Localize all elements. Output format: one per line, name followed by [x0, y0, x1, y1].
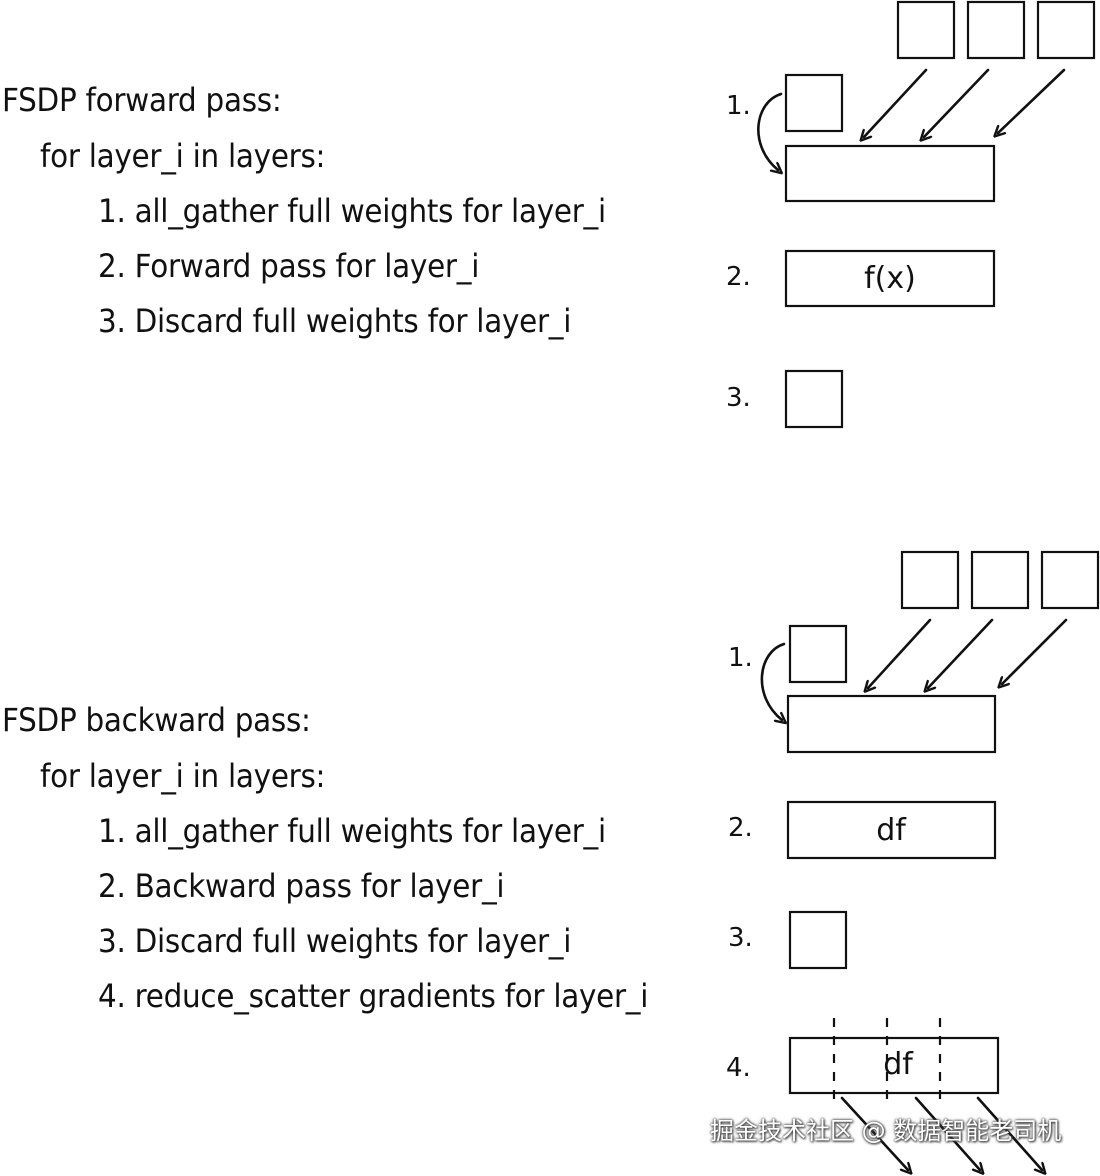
forward-diagram-label-3: 3.: [726, 383, 751, 413]
backward-gather-arrow-2: [928, 618, 994, 688]
backward-compute-label: df: [876, 813, 907, 848]
backward-diagram-label-3: 3.: [728, 923, 753, 953]
backward-diagram-label-1: 1.: [728, 643, 753, 673]
backward-local-shard: [788, 624, 848, 684]
forward-diagram-label-1: 1.: [726, 91, 751, 121]
backward-scatter-arrow-3: [976, 1096, 1042, 1170]
forward-full-weights-box: [784, 144, 996, 203]
forward-heading: FSDP forward pass:: [2, 81, 282, 119]
backward-local-gather-arrow: [760, 642, 784, 720]
backward-gather-arrow-1: [868, 618, 932, 688]
watermark: 掘金技术社区 @ 数据智能老司机: [710, 1117, 1062, 1145]
backward-step-2: 2. Backward pass for layer_i: [98, 867, 505, 905]
forward-remote-shard-3: [1036, 0, 1096, 60]
backward-heading: FSDP backward pass:: [2, 701, 311, 739]
backward-diagram-label-2: 2.: [728, 813, 753, 843]
forward-compute-box: [784, 249, 996, 308]
forward-compute-label: f(x): [864, 261, 916, 296]
forward-local-gather-arrow: [757, 92, 781, 170]
backward-compute-box: [786, 800, 997, 860]
backward-step-3: 3. Discard full weights for layer_i: [98, 922, 572, 960]
backward-diagram-label-4: 4.: [726, 1053, 751, 1083]
forward-gather-arrow-3: [998, 68, 1066, 133]
backward-discarded-shard: [788, 910, 848, 970]
backward-scatter-arrow-1: [840, 1096, 908, 1170]
backward-remote-shard-3: [1040, 550, 1100, 610]
forward-diagram-label-2: 2.: [726, 262, 751, 292]
forward-remote-shard-1: [896, 0, 956, 60]
forward-loop-line: for layer_i in layers:: [40, 137, 326, 175]
backward-gradient-box: [788, 1036, 1000, 1095]
backward-step-4: 4. reduce_scatter gradients for layer_i: [98, 977, 649, 1015]
backward-gather-arrow-3: [1002, 618, 1068, 684]
forward-step-1: 1. all_gather full weights for layer_i: [98, 192, 606, 230]
forward-remote-shard-2: [966, 0, 1026, 60]
forward-step-2: 2. Forward pass for layer_i: [98, 247, 480, 285]
forward-discarded-shard: [784, 369, 844, 429]
backward-remote-shard-1: [900, 550, 960, 610]
backward-loop-line: for layer_i in layers:: [40, 757, 326, 795]
backward-step-1: 1. all_gather full weights for layer_i: [98, 812, 606, 850]
backward-scatter-arrow-2: [914, 1096, 980, 1170]
forward-step-3: 3. Discard full weights for layer_i: [98, 302, 572, 340]
backward-remote-shard-2: [970, 550, 1030, 610]
forward-gather-arrow-2: [924, 68, 990, 137]
backward-gradient-label: df: [883, 1047, 914, 1082]
backward-full-weights-box: [786, 694, 997, 754]
forward-local-shard: [784, 73, 844, 133]
forward-gather-arrow-1: [864, 68, 928, 137]
